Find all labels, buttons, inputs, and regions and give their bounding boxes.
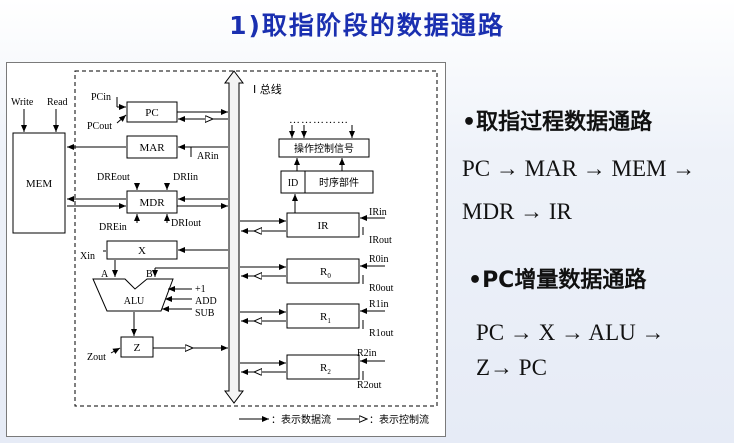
alu-a-label: A (101, 269, 109, 280)
x-label: X (138, 245, 146, 257)
alu-add-label: ADD (195, 296, 217, 307)
slide-title: 1)取指阶段的数据通路 (229, 11, 505, 40)
ctrl-label: 操作控制信号 (294, 142, 354, 155)
legend-data-flow: ：表示数据流 (271, 413, 331, 426)
id-label: ID (288, 178, 299, 189)
mem-write-label: Write (11, 97, 34, 108)
arin-label: ARin (197, 151, 219, 162)
driin-label: DRIin (173, 172, 198, 183)
mem-read-label: Read (47, 97, 68, 108)
z-register: Z Zout (87, 336, 228, 363)
r1-label: R1 (320, 311, 331, 325)
pcout-label: PCout (87, 121, 112, 132)
ir-label: IR (318, 220, 330, 232)
drein-label: DREin (99, 222, 127, 233)
mem-label: MEM (26, 178, 53, 190)
r2-register: R2 R2in R2out (240, 348, 385, 391)
datapath-svg: I 总线 MEM Write Read PC PCin PCout MAR AR… (11, 70, 438, 426)
alu-label: ALU (124, 296, 145, 307)
alu-plus1-label: +1 (195, 284, 206, 295)
mem-block: MEM Write Read (11, 97, 68, 234)
r2in-label: R2in (357, 348, 376, 359)
dreout-label: DREout (97, 172, 130, 183)
bullet-pc-increment-text: PC增量数据通路 (482, 268, 647, 293)
cpu-boundary (74, 70, 438, 407)
driout-label: DRIout (171, 218, 201, 229)
legend: ：表示数据流 ：表示控制流 (239, 413, 429, 426)
x-register: X Xin (80, 240, 228, 277)
ir-register: IR IRin IRout (240, 207, 392, 246)
r1in-label: R1in (369, 299, 388, 310)
datapath-diagram: I 总线 MEM Write Read PC PCin PCout MAR AR… (6, 62, 446, 437)
xin-label: Xin (80, 251, 95, 262)
alu-sub-label: SUB (195, 308, 215, 319)
r2-label: R2 (320, 362, 331, 376)
irout-label: IRout (369, 235, 392, 246)
fetch-path-line1: PC → MAR → MEM → (462, 156, 696, 181)
r0-register: R0 R0in R0out (240, 254, 394, 294)
mar-label: MAR (139, 142, 165, 154)
fetch-path-line2: MDR → IR (462, 199, 572, 224)
bullet-fetch-path-text: 取指过程数据通路 (476, 110, 653, 135)
z-label: Z (134, 342, 141, 354)
bus-label: I 总线 (253, 82, 282, 96)
r2out-label: R2out (357, 380, 382, 391)
pc-label: PC (145, 107, 158, 119)
r0out-label: R0out (369, 283, 394, 294)
r1out-label: R1out (369, 328, 394, 339)
legend-control-flow: ：表示控制流 (369, 413, 429, 426)
r0-label: R0 (320, 266, 331, 280)
pc-register: PC PCin PCout (87, 92, 228, 132)
mdr-register: MDR DREout DRIin DREin DRIout (67, 172, 228, 233)
irin-label: IRin (369, 207, 387, 218)
bullet-fetch-path: •取指过程数据通路 (462, 110, 653, 135)
ctrl-dots: …………… (289, 114, 349, 126)
mdr-label: MDR (139, 197, 165, 209)
alu-b-label: B (146, 269, 153, 280)
internal-bus (224, 70, 244, 404)
control-unit: …………… 操作控制信号 ID 时序部件 (278, 114, 374, 213)
r0in-label: R0in (369, 254, 388, 265)
pcin-label: PCin (91, 92, 111, 103)
zout-label: Zout (87, 352, 106, 363)
pc-increment-line1: PC → X → ALU → (476, 320, 665, 345)
alu: A B ALU +1 ADD SUB (92, 269, 217, 336)
mar-register: MAR ARin (67, 135, 228, 162)
pc-increment-line2: Z→ PC (476, 355, 547, 380)
bullet-pc-increment: •PC增量数据通路 (468, 268, 647, 293)
timing-label: 时序部件 (319, 176, 359, 189)
r1-register: R1 R1in R1out (240, 299, 394, 339)
